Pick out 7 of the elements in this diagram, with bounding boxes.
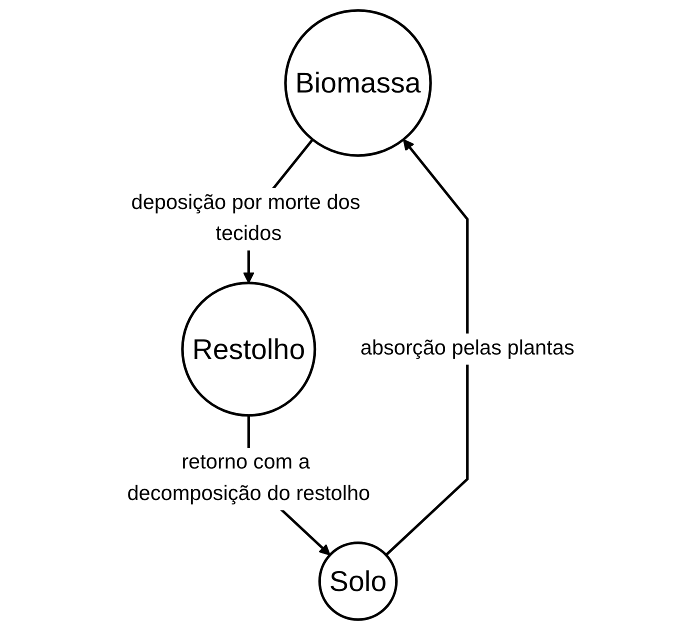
edge-label: deposição por morte dos tecidos — [131, 192, 360, 246]
edge-label: absorção pelas plantas — [360, 337, 574, 360]
arrow — [385, 139, 469, 556]
node-circle: Solo — [318, 542, 398, 621]
edge-label: retorno com a decomposição do restolho — [127, 452, 370, 506]
node-circle: Restolho — [181, 282, 316, 417]
node-circle: Biomassa — [284, 9, 432, 157]
